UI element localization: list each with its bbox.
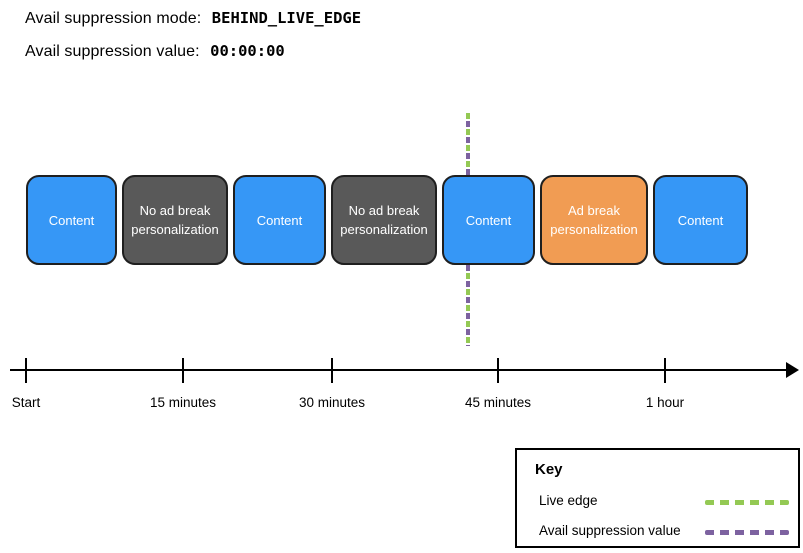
timeline-block-content: Content xyxy=(442,175,535,265)
axis-tick-label-15-minutes: 15 minutes xyxy=(149,395,217,410)
key-swatch-avail-suppression xyxy=(705,530,789,535)
key-item-live-edge-label: Live edge xyxy=(539,493,598,508)
axis-arrowhead-icon xyxy=(786,362,799,378)
axis-tick xyxy=(664,358,666,383)
axis-tick xyxy=(331,358,333,383)
avail-suppression-mode-value: BEHIND_LIVE_EDGE xyxy=(211,9,362,27)
avail-suppression-mode-line: Avail suppression mode: BEHIND_LIVE_EDGE xyxy=(25,9,361,28)
avail-suppression-mode-label: Avail suppression mode: xyxy=(25,10,202,27)
timeline-block-content: Content xyxy=(653,175,748,265)
timeline-block-content: Content xyxy=(233,175,326,265)
avail-suppression-value-value: 00:00:00 xyxy=(210,42,285,60)
timeline-block-content: Content xyxy=(26,175,117,265)
axis-tick-label-45-minutes: 45 minutes xyxy=(464,395,532,410)
avail-suppression-value-line: Avail suppression value: 00:00:00 xyxy=(25,42,285,61)
axis-tick-label-start: Start xyxy=(11,395,41,410)
avail-suppression-value-label: Avail suppression value: xyxy=(25,43,200,60)
timeline-block-no-ad-break: No ad break personalization xyxy=(331,175,437,265)
key-swatch-live-edge xyxy=(705,500,789,505)
axis-tick xyxy=(497,358,499,383)
axis-tick xyxy=(25,358,27,383)
axis-tick xyxy=(182,358,184,383)
axis-tick-label-1-hour: 1 hour xyxy=(645,395,685,410)
key-item-avail-suppression-label: Avail suppression value xyxy=(539,523,681,538)
timeline-block-no-ad-break: No ad break personalization xyxy=(122,175,228,265)
timeline-blocks-row: Content No ad break personalization Cont… xyxy=(26,175,748,265)
key-box: Key Live edge Avail suppression value xyxy=(515,448,800,548)
time-axis xyxy=(10,369,789,371)
key-title: Key xyxy=(535,461,563,478)
timeline-block-ad-break: Ad break personalization xyxy=(540,175,648,265)
axis-tick-label-30-minutes: 30 minutes xyxy=(298,395,366,410)
